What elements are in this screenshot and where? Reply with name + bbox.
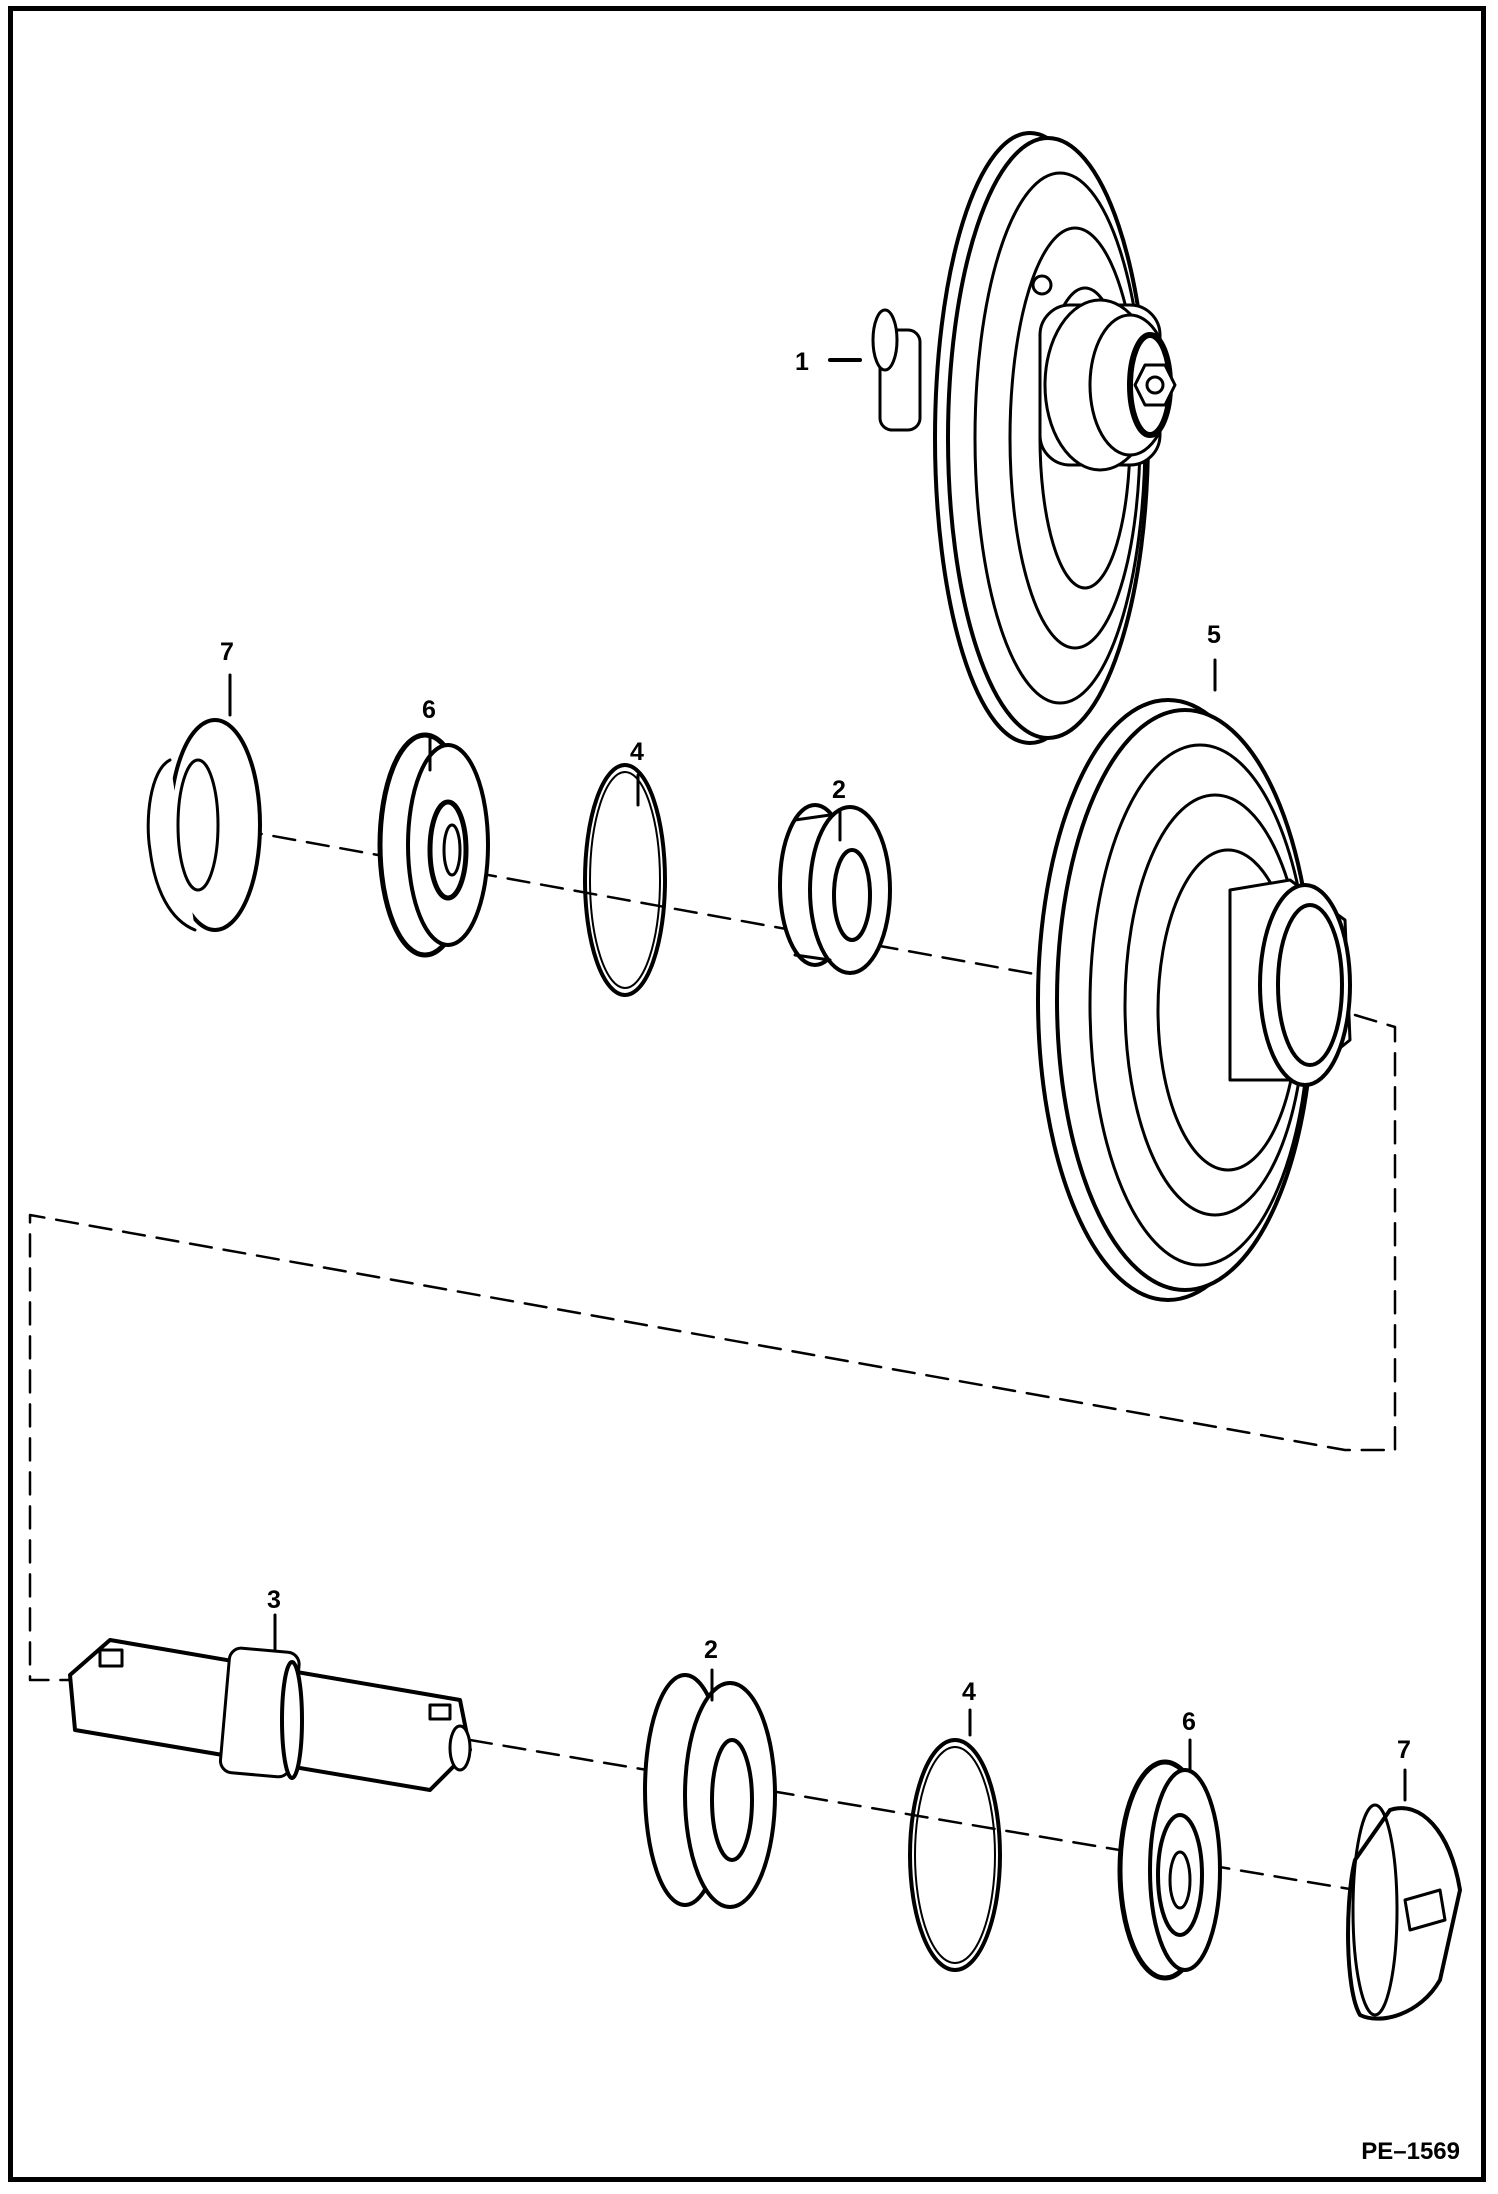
callout-4-bottom: 4 [962,1678,976,1706]
callout-6-bottom: 6 [1182,1708,1196,1736]
part-7-seal-cap-top [146,673,262,932]
callout-1: 1 [795,348,809,376]
callout-2-bottom: 2 [704,1636,718,1664]
part-3-shaft [68,1613,472,1792]
part-2-bearing-top [778,803,892,975]
callout-7-top: 7 [220,638,234,666]
part-4-snap-ring-bottom [908,1708,1002,1972]
part-6-bearing-seal-bottom [1117,1738,1222,1981]
callout-4-top: 4 [630,738,644,766]
figure-id-label: PE–1569 [1361,2138,1460,2165]
callout-5: 5 [1207,621,1221,649]
callout-6-top: 6 [422,696,436,724]
part-1-roller-assembly [828,131,1177,745]
part-4-snap-ring-top [583,763,667,997]
part-5-wheel-rim [1036,658,1352,1302]
callout-7-bottom: 7 [1397,1736,1411,1764]
callout-3: 3 [267,1586,281,1614]
assembly-dashed-lines [28,828,1397,1897]
part-2-bearing-bottom [643,1668,777,1909]
callout-2-top: 2 [832,776,846,804]
part-6-bearing-seal-top [377,732,490,958]
part-7-seal-cap-bottom [1346,1768,1462,2021]
